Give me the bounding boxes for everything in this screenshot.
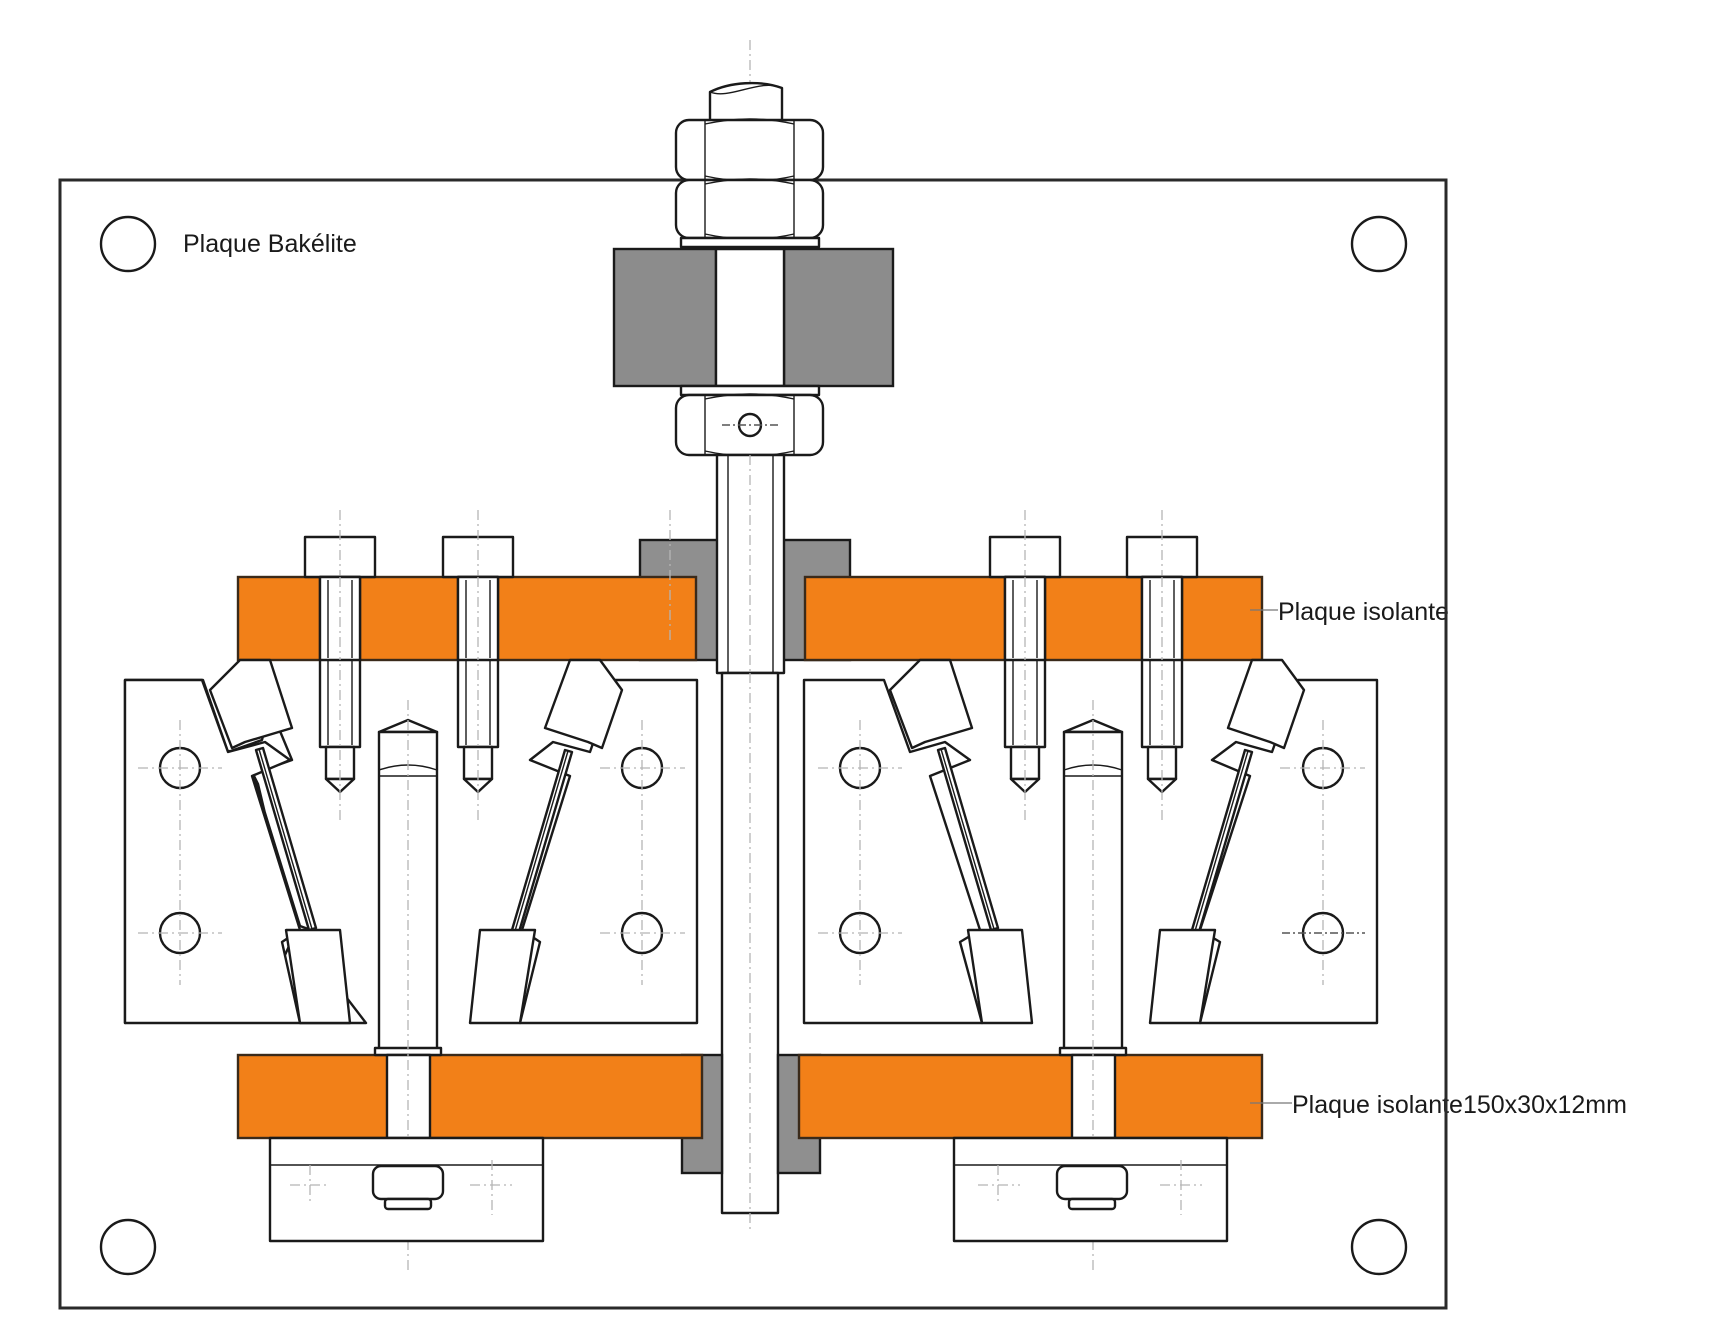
lower-insulating-plate-left (236, 1053, 704, 1140)
corner-hole-top-right (1350, 215, 1408, 273)
lower-insulating-plate-right (797, 1053, 1264, 1140)
washer-top (679, 236, 821, 249)
label-upper-insulating-plate: Plaque isolante (1278, 598, 1449, 626)
left-assembly (123, 510, 699, 1270)
jaw-knuckle-right-inner (888, 658, 974, 750)
label-base-plate: Plaque Bakélite (183, 230, 357, 258)
hex-nut-top-1 (674, 118, 825, 182)
hex-nut-top-2 (674, 178, 825, 240)
hex-nut-lower (674, 393, 825, 457)
corner-hole-bottom-left (99, 1218, 157, 1276)
guide-pin-right (1058, 700, 1128, 1270)
plate-bores (318, 510, 1184, 662)
lower-bracket-right (952, 1136, 1229, 1243)
blade-inner-right (936, 746, 1034, 1025)
blade-inner-left (468, 748, 574, 1025)
steel-block (612, 247, 895, 388)
corner-hole-top-left (99, 215, 157, 273)
central-threaded-rod (708, 81, 784, 124)
jaw-knuckle-right-outer (1226, 658, 1306, 750)
blade-outer-left (254, 746, 352, 1025)
jaw-knuckle-left-outer (208, 658, 294, 750)
clamp-jaw-outer-left (123, 678, 302, 1025)
label-lower-insulating-plate: Plaque isolante150x30x12mm (1292, 1091, 1627, 1119)
cap-screw-right-2 (1125, 510, 1199, 820)
blade-outer-right (1148, 748, 1254, 1025)
jaw-knuckle-left-inner (543, 658, 624, 750)
clamp-jaw-inner-right (802, 678, 984, 1025)
corner-hole-bottom-right (1350, 1218, 1408, 1276)
lower-bracket-left (268, 1136, 545, 1243)
corner-holes (99, 215, 1408, 1276)
right-assembly (802, 510, 1379, 1270)
